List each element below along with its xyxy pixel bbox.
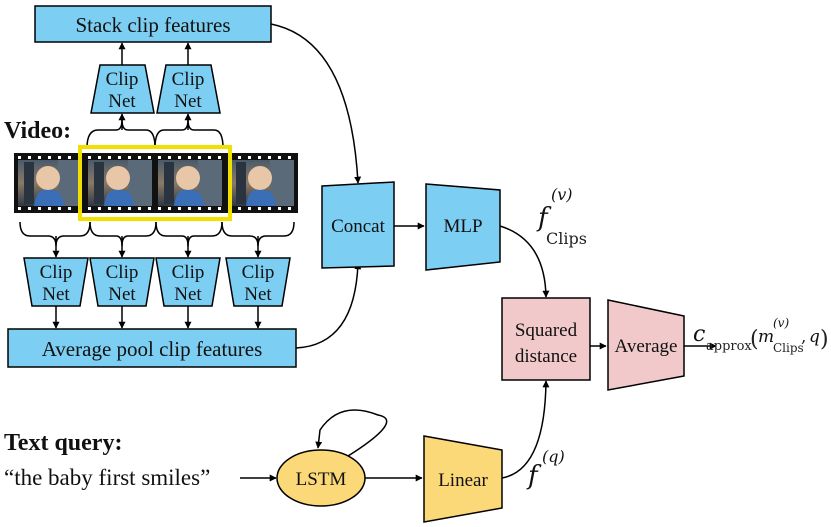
- svg-text:Clip: Clip: [106, 69, 139, 90]
- selected-clip-highlight: [78, 145, 232, 221]
- average-block: Average: [607, 299, 685, 391]
- svg-text:c: c: [693, 322, 705, 347]
- svg-text:q: q: [809, 327, 820, 347]
- svg-text:Linear: Linear: [438, 470, 488, 491]
- svg-text:LSTM: LSTM: [296, 469, 347, 490]
- squared-distance-block: Squared distance: [501, 297, 591, 381]
- svg-text:Squared: Squared: [515, 320, 578, 341]
- svg-text:Net: Net: [108, 284, 136, 305]
- svg-text:Clips: Clips: [546, 229, 587, 248]
- concat-block: Concat: [321, 181, 395, 269]
- clip-net-bottom-3: Clip Net: [155, 257, 221, 307]
- top-brace-1: [86, 119, 156, 149]
- query-text: “the baby first smiles”: [4, 465, 210, 490]
- clip-net-bottom-1: Clip Net: [23, 257, 89, 307]
- svg-text:Average pool clip features: Average pool clip features: [42, 337, 263, 361]
- svg-text:distance: distance: [515, 346, 577, 367]
- clip-net-bottom-2: Clip Net: [89, 257, 155, 307]
- stack-clip-features-box: Stack clip features: [34, 5, 272, 43]
- top-brace-2: [154, 119, 224, 149]
- bottom-brace-1: [19, 221, 91, 247]
- svg-text:MLP: MLP: [443, 216, 482, 237]
- svg-text:Clip: Clip: [172, 262, 205, 283]
- clip-net-top-1: Clip Net: [90, 64, 155, 114]
- svg-text:,: ,: [801, 327, 806, 347]
- f-clips-label: f (v) Clips: [536, 185, 587, 248]
- svg-text:f: f: [526, 461, 542, 491]
- clip-net-bottom-4: Clip Net: [225, 257, 291, 307]
- text-query-label: Text query:: [4, 430, 122, 456]
- svg-text:Clip: Clip: [106, 262, 139, 283]
- average-pool-clip-features-box: Average pool clip features: [7, 328, 297, 368]
- svg-text:approx: approx: [706, 339, 752, 354]
- svg-text:Net: Net: [174, 91, 202, 112]
- svg-text:(q): (q): [542, 447, 565, 466]
- bottom-brace-2: [89, 221, 157, 247]
- svg-text:Average: Average: [615, 336, 678, 357]
- bottom-brace-3: [155, 221, 223, 247]
- linear-block: Linear: [423, 435, 503, 523]
- c-approx-label: c approx ( m (v) Clips , q ): [693, 316, 829, 355]
- svg-text:Net: Net: [244, 284, 272, 305]
- svg-text:Clip: Clip: [172, 69, 205, 90]
- video-label: Video:: [4, 118, 71, 144]
- mlp-block: MLP: [425, 183, 501, 271]
- svg-text:m: m: [758, 327, 774, 347]
- clip-net-top-2: Clip Net: [156, 64, 221, 114]
- svg-text:Net: Net: [174, 284, 202, 305]
- svg-text:Net: Net: [42, 284, 70, 305]
- svg-text:(v): (v): [773, 316, 789, 330]
- svg-text:(: (: [750, 327, 759, 352]
- baby-video-frame-icon: [18, 160, 82, 206]
- svg-text:): ): [820, 327, 829, 352]
- svg-text:Clips: Clips: [773, 341, 804, 355]
- svg-text:Net: Net: [108, 91, 136, 112]
- baby-video-frame-icon: [230, 160, 294, 206]
- baby-video-frame-icon: [158, 160, 222, 206]
- lstm-recurrent-loop: [315, 409, 388, 457]
- svg-text:Stack clip features: Stack clip features: [75, 13, 230, 37]
- svg-text:(v): (v): [551, 185, 573, 204]
- lstm-block: LSTM: [276, 449, 366, 507]
- svg-text:Clip: Clip: [40, 262, 73, 283]
- svg-text:Concat: Concat: [331, 216, 386, 237]
- svg-text:Clip: Clip: [242, 262, 275, 283]
- video-film-strip: [14, 145, 298, 221]
- baby-video-frame-icon: [88, 160, 152, 206]
